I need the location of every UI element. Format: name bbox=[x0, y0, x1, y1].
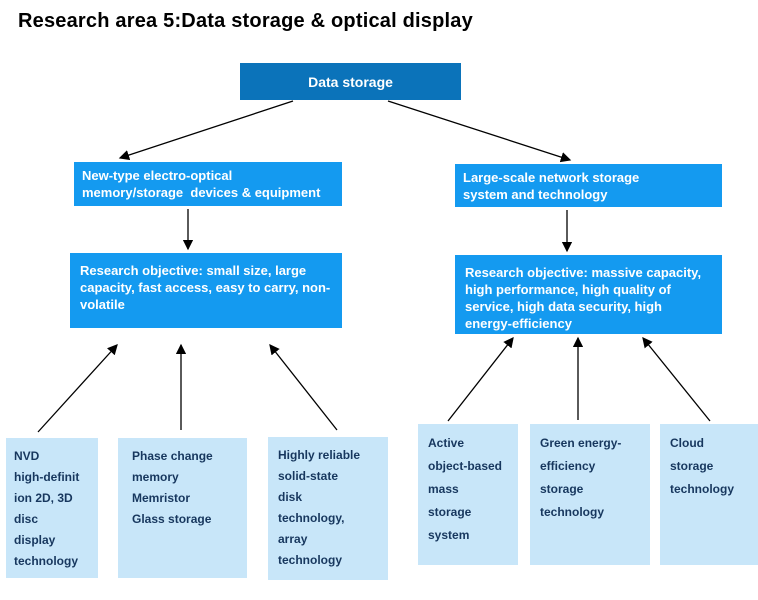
objective-right-text: Research objective: massive capacity, hi… bbox=[465, 265, 702, 331]
node-tech-green-storage: Green energy- efficiency storage technol… bbox=[530, 424, 650, 565]
tech-line: memory bbox=[132, 470, 179, 484]
tech-line: object-based bbox=[428, 459, 503, 473]
arrow-root-to-right bbox=[387, 100, 572, 163]
tech-line: array bbox=[278, 532, 308, 546]
arrow-tech3-up bbox=[269, 343, 338, 431]
tech-line: display bbox=[14, 533, 56, 547]
tech-line: Green energy- bbox=[540, 436, 622, 450]
node-electro-optical-memory: New-type electro-optical memory/storage … bbox=[74, 162, 342, 206]
node-tech-ssd-array: Highly reliable solid-state disk technol… bbox=[268, 437, 388, 580]
tech-line: technology, bbox=[278, 511, 345, 525]
node-label-line: New-type electro-optical bbox=[82, 168, 233, 183]
tech-line: Memristor bbox=[132, 491, 191, 505]
node-tech-phase-change: Phase change memory Memristor Glass stor… bbox=[118, 438, 247, 578]
tech-line: Highly reliable bbox=[278, 448, 361, 462]
arrow-tech6-up bbox=[642, 336, 711, 422]
tech-line: technology bbox=[670, 482, 735, 496]
tech-line: disc bbox=[14, 512, 39, 526]
tech-line: high-definit bbox=[14, 470, 80, 484]
objective-left-text: Research objective: small size, large ca… bbox=[80, 263, 331, 312]
tech-line: Cloud storage bbox=[670, 436, 714, 473]
arrow-root-to-left bbox=[118, 100, 294, 161]
tech-line: Phase change bbox=[132, 449, 213, 463]
tech-line: disk bbox=[278, 490, 303, 504]
node-network-storage: Large-scale network storage system and t… bbox=[455, 164, 722, 207]
node-label-line: memory/storage devices & equipment bbox=[82, 185, 321, 200]
tech-line: NVD bbox=[14, 449, 40, 463]
node-data-storage: Data storage bbox=[240, 63, 461, 100]
tech-line: Glass storage bbox=[132, 512, 212, 526]
node-objective-right: Research objective: massive capacity, hi… bbox=[455, 255, 722, 334]
page-title: Research area 5:Data storage & optical d… bbox=[18, 10, 473, 32]
tech-line: efficiency bbox=[540, 459, 596, 473]
tech-line: ion 2D, 3D bbox=[14, 491, 73, 505]
node-objective-left: Research objective: small size, large ca… bbox=[70, 253, 342, 328]
tech-line: storage bbox=[428, 505, 472, 519]
node-data-storage-label: Data storage bbox=[308, 73, 393, 90]
tech-line: mass bbox=[428, 482, 459, 496]
tech-line: storage bbox=[540, 482, 584, 496]
tech-line: technology bbox=[14, 554, 79, 568]
tech-line: solid-state bbox=[278, 469, 339, 483]
tech-line: technology bbox=[540, 505, 605, 519]
tech-line: system bbox=[428, 528, 470, 542]
node-label-line: Large-scale network storage bbox=[463, 170, 640, 185]
arrow-tech1-up bbox=[37, 344, 118, 433]
tech-line: technology bbox=[278, 553, 343, 567]
node-label-line: system and technology bbox=[463, 187, 608, 202]
node-tech-cloud-storage: Cloud storage technology bbox=[660, 424, 758, 565]
tech-line: Active bbox=[428, 436, 465, 450]
node-tech-nvd-display: NVD high-definit ion 2D, 3D disc display… bbox=[6, 438, 98, 578]
node-tech-object-storage: Active object-based mass storage system bbox=[418, 424, 518, 565]
arrow-tech4-up bbox=[447, 336, 514, 422]
